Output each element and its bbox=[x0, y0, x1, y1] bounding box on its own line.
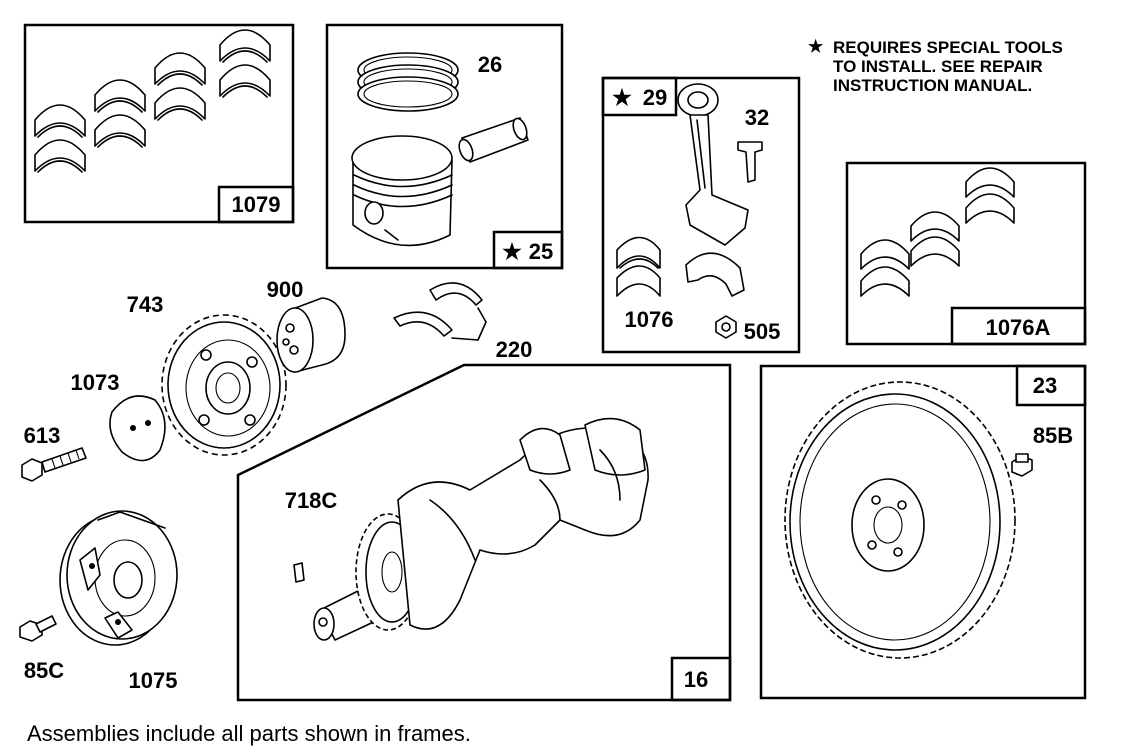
label-613: 613 bbox=[24, 423, 61, 448]
label-1076: 1076 bbox=[625, 307, 674, 332]
bolt-85c-illustration bbox=[19, 615, 57, 642]
frame-1076a: 1076A bbox=[845, 161, 1087, 346]
cam-gear-743-illustration bbox=[161, 314, 287, 456]
bearing-shells-1079-illustration bbox=[34, 29, 271, 173]
label-25: 25 bbox=[529, 239, 553, 264]
footer-note: Assemblies include all parts shown in fr… bbox=[27, 721, 471, 746]
label-26: 26 bbox=[478, 52, 502, 77]
frame-16: 718C 16 bbox=[236, 363, 732, 702]
star-icon: ★ bbox=[612, 85, 632, 110]
star-icon: ★ bbox=[502, 239, 522, 264]
frame-29: ★ 29 32 1076 505 bbox=[601, 76, 801, 354]
special-tools-note: ★ REQUIRES SPECIAL TOOLS TO INSTALL. SEE… bbox=[808, 37, 1063, 95]
note-line-1: REQUIRES SPECIAL TOOLS bbox=[833, 38, 1063, 57]
label-29: 29 bbox=[643, 85, 667, 110]
note-line-3: INSTRUCTION MANUAL. bbox=[833, 76, 1032, 95]
note-line-2: TO INSTALL. SEE REPAIR bbox=[833, 57, 1043, 76]
label-220: 220 bbox=[496, 337, 533, 362]
part-900-illustration bbox=[276, 297, 346, 373]
flywheel-23-illustration bbox=[784, 381, 1033, 659]
label-1073: 1073 bbox=[71, 370, 120, 395]
label-1076a: 1076A bbox=[986, 315, 1051, 340]
label-85c: 85C bbox=[24, 658, 64, 683]
crankshaft-illustration bbox=[293, 417, 649, 641]
frame-23: 23 85B bbox=[759, 364, 1087, 700]
thrust-washers-220-illustration bbox=[393, 282, 487, 341]
label-85b: 85B bbox=[1033, 423, 1073, 448]
connecting-rod-illustration bbox=[616, 83, 763, 339]
piston-illustration bbox=[351, 52, 529, 247]
label-900: 900 bbox=[267, 277, 304, 302]
weight-1073-illustration bbox=[109, 395, 166, 462]
frame-25: 26 ★ 25 bbox=[325, 23, 564, 270]
bearing-shells-1076a-illustration bbox=[860, 167, 1015, 297]
label-1075: 1075 bbox=[129, 668, 178, 693]
label-1079: 1079 bbox=[232, 192, 281, 217]
flywheel-1075-illustration bbox=[59, 510, 178, 646]
label-32: 32 bbox=[745, 105, 769, 130]
label-718c: 718C bbox=[285, 488, 338, 513]
label-23: 23 bbox=[1033, 373, 1057, 398]
label-16: 16 bbox=[684, 667, 708, 692]
frame-1079: 1079 bbox=[23, 23, 295, 224]
label-743: 743 bbox=[127, 292, 164, 317]
label-505: 505 bbox=[744, 319, 781, 344]
star-icon: ★ bbox=[808, 37, 824, 56]
bolt-613-illustration bbox=[21, 447, 87, 482]
